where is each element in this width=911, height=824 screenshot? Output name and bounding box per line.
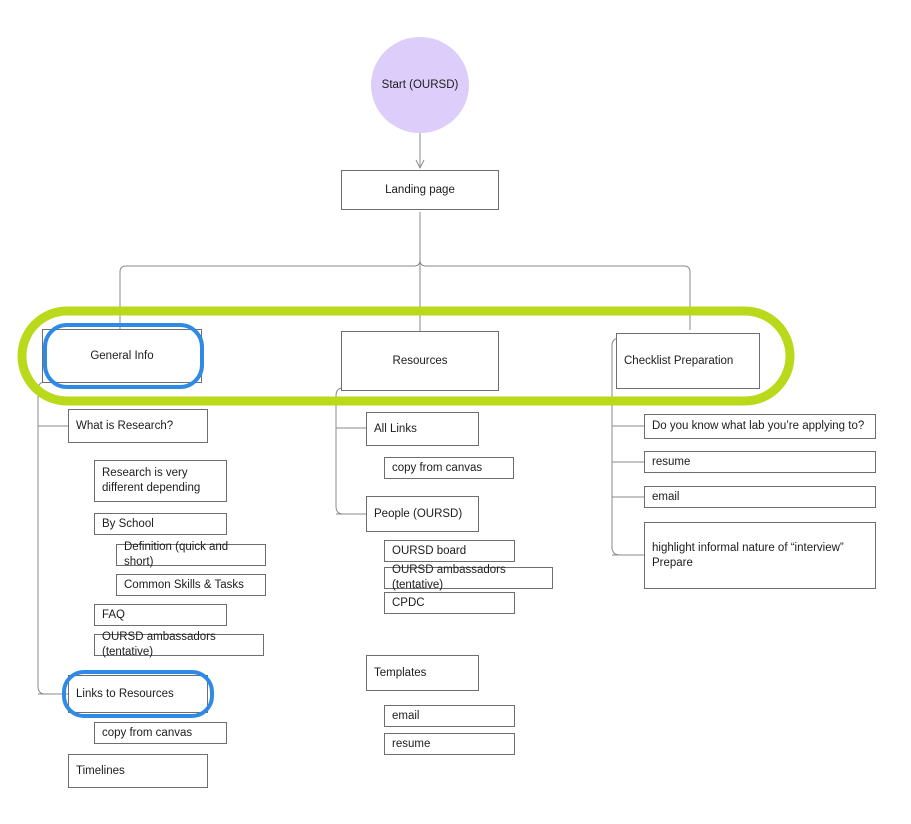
- node-copy-from-canvas-mid[interactable]: copy from canvas: [384, 457, 514, 479]
- node-templates-resume[interactable]: resume: [384, 733, 515, 755]
- node-faq[interactable]: FAQ: [94, 604, 227, 626]
- node-copy-from-canvas-left-label: copy from canvas: [102, 726, 193, 739]
- node-links-to-resources[interactable]: Links to Resources: [68, 675, 208, 713]
- node-highlight-informal-interview-label: highlight informal nature of “interview”…: [652, 541, 844, 569]
- node-resources-label: Resources: [392, 354, 448, 367]
- node-cpdc-label: CPDC: [392, 596, 425, 609]
- node-do-you-know-lab-label: Do you know what lab you’re applying to?: [652, 420, 865, 432]
- node-what-is-research-label: What is Research?: [76, 419, 174, 432]
- node-start[interactable]: Start (OURSD): [371, 37, 469, 133]
- node-checklist-preparation[interactable]: Checklist Preparation: [616, 333, 760, 389]
- node-links-to-resources-label: Links to Resources: [76, 687, 174, 700]
- node-people-oursd[interactable]: People (OURSD): [366, 496, 479, 532]
- node-people-oursd-label: People (OURSD): [374, 507, 463, 520]
- node-templates[interactable]: Templates: [366, 655, 479, 691]
- node-by-school-label: By School: [102, 517, 154, 530]
- node-faq-label: FAQ: [102, 608, 126, 621]
- node-templates-email[interactable]: email: [384, 705, 515, 727]
- node-timelines[interactable]: Timelines: [68, 754, 208, 788]
- node-oursd-ambassadors-left[interactable]: OURSD ambassadors (tentative): [94, 631, 264, 658]
- node-timelines-label: Timelines: [76, 764, 125, 777]
- node-email-right[interactable]: email: [644, 486, 876, 508]
- node-common-skills-tasks[interactable]: Common Skills & Tasks: [116, 574, 266, 596]
- node-start-label: Start (OURSD): [381, 78, 459, 91]
- node-cpdc[interactable]: CPDC: [384, 592, 515, 614]
- node-by-school[interactable]: By School: [94, 513, 227, 535]
- node-all-links[interactable]: All Links: [366, 412, 479, 446]
- node-templates-resume-label: resume: [392, 737, 431, 750]
- node-research-is-very-different[interactable]: Research is very different depending: [94, 460, 227, 502]
- node-oursd-board-label: OURSD board: [392, 544, 467, 557]
- node-definition-label: Definition (quick and short): [124, 541, 229, 568]
- node-oursd-ambassadors-left-label: OURSD ambassadors (tentative): [102, 631, 216, 658]
- node-oursd-board[interactable]: OURSD board: [384, 540, 515, 562]
- node-oursd-ambassadors-mid-label: OURSD ambassadors (tentative): [392, 564, 506, 591]
- node-common-skills-tasks-label: Common Skills & Tasks: [124, 578, 244, 591]
- node-checklist-preparation-label: Checklist Preparation: [624, 354, 734, 367]
- node-general-info-label: General Info: [90, 349, 154, 362]
- node-highlight-informal-interview[interactable]: highlight informal nature of “interview”…: [644, 522, 876, 589]
- node-landing-page[interactable]: Landing page: [341, 170, 499, 210]
- node-general-info[interactable]: General Info: [42, 329, 202, 383]
- node-do-you-know-lab[interactable]: Do you know what lab you’re applying to?: [644, 414, 876, 439]
- node-research-is-very-different-label: Research is very different depending: [102, 467, 201, 494]
- node-resume-right-label: resume: [652, 455, 691, 468]
- node-what-is-research[interactable]: What is Research?: [68, 409, 208, 443]
- node-all-links-label: All Links: [374, 422, 417, 435]
- node-email-right-label: email: [652, 490, 680, 503]
- node-resume-right[interactable]: resume: [644, 451, 876, 473]
- node-landing-page-label: Landing page: [385, 183, 455, 196]
- node-copy-from-canvas-left[interactable]: copy from canvas: [94, 722, 227, 744]
- node-resources[interactable]: Resources: [341, 331, 499, 391]
- node-definition[interactable]: Definition (quick and short): [116, 541, 266, 568]
- node-templates-label: Templates: [374, 666, 427, 679]
- node-copy-from-canvas-mid-label: copy from canvas: [392, 461, 483, 474]
- node-oursd-ambassadors-mid[interactable]: OURSD ambassadors (tentative): [384, 564, 553, 591]
- node-templates-email-label: email: [392, 709, 420, 722]
